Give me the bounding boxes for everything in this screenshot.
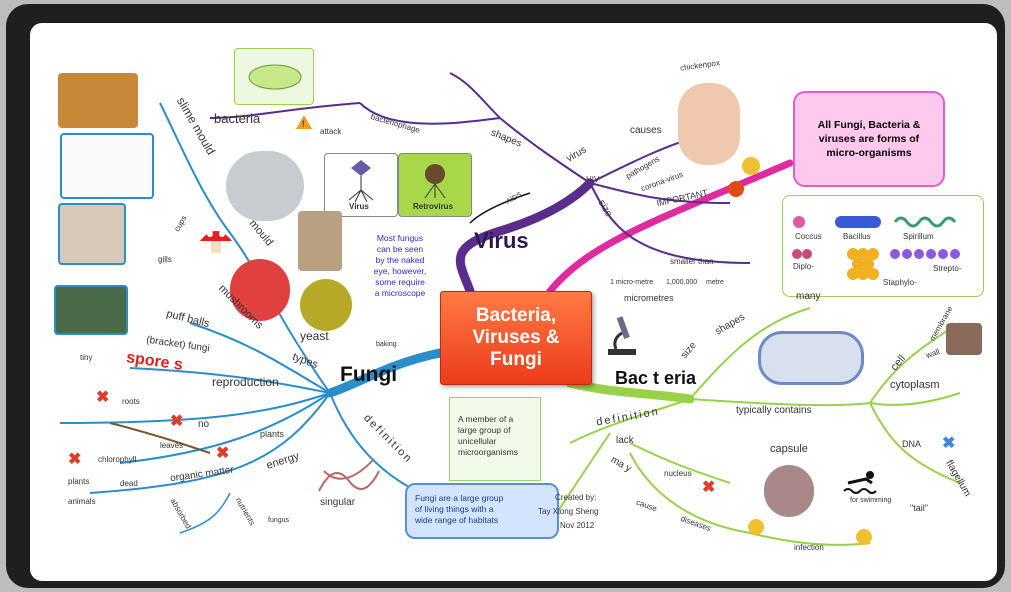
label-cytoplasm: cytoplasm	[890, 379, 940, 391]
credit-by: Created by:	[555, 493, 596, 502]
retrovirus-card-label: Retrovirus	[413, 202, 453, 211]
label-gills: gills	[158, 255, 172, 264]
micro-organisms-note: All Fungi, Bacteria & viruses are forms …	[793, 91, 945, 187]
label-capsule: capsule	[770, 443, 808, 455]
coccus-label: Coccus	[795, 232, 822, 241]
label-fungus: fungus	[268, 517, 289, 524]
label-plants2: plants	[68, 477, 89, 486]
important-warning-icon	[728, 181, 744, 197]
svg-text:!: !	[302, 119, 305, 129]
label-lack: lack	[616, 435, 634, 446]
sad-face-icon	[742, 157, 760, 175]
frame: Bacteria, Viruses & Fungi Virus Bac t er…	[6, 4, 1005, 588]
cross-icon: ✖	[68, 449, 81, 469]
virus-card: Virus	[324, 153, 398, 217]
central-topic: Bacteria, Viruses & Fungi	[440, 291, 592, 385]
label-infection: infection	[794, 543, 824, 552]
label-singular: singular	[320, 497, 355, 508]
label-roots: roots	[122, 397, 140, 406]
branch-bacteria: Bac t eria	[615, 368, 696, 389]
label-smaller-than: smaller than	[670, 257, 714, 266]
label-chlorophyll: chlorophyll	[98, 455, 136, 464]
bacteria-definition-text: A member of a large group of unicellular…	[458, 414, 518, 458]
label-attack: attack	[320, 127, 341, 136]
label-hiv: HIV	[586, 175, 599, 184]
label-leaves: leaves	[160, 441, 183, 450]
sad-face-icon	[748, 519, 764, 535]
label-metre: metre	[706, 279, 724, 286]
puffball-photo	[54, 285, 128, 335]
credit-date: Nov 2012	[560, 521, 594, 530]
cross-icon: ✖	[96, 387, 109, 407]
label-one-micro: 1 micro-metre	[610, 279, 653, 286]
mushroom-icon	[198, 225, 234, 255]
infection-photo	[764, 465, 814, 517]
mould-photo	[226, 151, 304, 221]
bacillus-label: Bacillus	[843, 232, 871, 241]
label-typically-contains: typically contains	[736, 405, 812, 416]
bacteria-definition-box: A member of a large group of unicellular…	[449, 397, 541, 481]
yeast-photo	[300, 279, 352, 331]
bacteria-illustration	[234, 48, 314, 105]
sad-face-icon	[856, 529, 872, 545]
cup-fungi-photo	[58, 203, 126, 265]
mind-map-canvas: Bacteria, Viruses & Fungi Virus Bac t er…	[30, 23, 997, 581]
chickenpox-photo	[678, 83, 740, 165]
branch-fungi: Fungi	[340, 363, 397, 387]
cross-icon: ✖	[216, 443, 229, 463]
mould-sketch	[60, 133, 154, 199]
diplo-label: Diplo-	[793, 262, 814, 271]
microscope-icon	[602, 313, 642, 357]
cross-icon: ✖	[702, 477, 715, 497]
label-baking: baking	[376, 341, 397, 348]
cross-icon: ✖	[170, 411, 183, 431]
strepto-label: Strepto-	[933, 264, 961, 273]
label-reproduction: reproduction	[212, 375, 279, 389]
label-no: no	[198, 419, 209, 430]
staphylo-label: Staphylo-	[883, 278, 917, 287]
slime-mould-photo	[58, 73, 138, 128]
spirillum-label: Spirillum	[903, 232, 934, 241]
warning-icon: !	[296, 115, 312, 129]
label-for-swimming: for swimming	[850, 497, 891, 504]
label-animals: animals	[68, 497, 96, 506]
label-thousand: 1,000,000	[666, 279, 697, 286]
credit-name: Tay Xiong Sheng	[538, 507, 599, 516]
bacteria-shapes-chart: Coccus Bacillus Spirillum Diplo- Strepto…	[782, 195, 984, 297]
dna-cross-icon: ✖	[942, 433, 955, 453]
label-many: many	[796, 291, 820, 302]
swimmer-icon	[842, 467, 882, 497]
retrovirus-card: Retrovirus	[398, 153, 472, 217]
label-plants: plants	[260, 429, 284, 439]
hyphae-photo	[314, 451, 384, 503]
label-bacteria: bacteria	[214, 111, 260, 126]
label-dead: dead	[120, 479, 138, 488]
label-dna: DNA	[902, 439, 921, 449]
fungus-visibility-note: Most fungus can be seen by the naked eye…	[360, 233, 440, 299]
fungi-definition-text: Fungi are a large group of living things…	[415, 493, 503, 526]
label-causes: causes	[630, 125, 662, 136]
bracket-fungi-photo	[298, 211, 342, 271]
virus-card-label: Virus	[349, 202, 369, 211]
label-tail: "tail"	[910, 503, 928, 513]
bacterium-diagram	[758, 331, 864, 385]
branch-virus: Virus	[474, 228, 529, 254]
fungi-definition-box: Fungi are a large group of living things…	[405, 483, 559, 539]
label-micrometres: micrometres	[624, 293, 674, 303]
label-nucleus: nucleus	[664, 469, 692, 478]
membrane-photo	[946, 323, 982, 355]
label-tiny: tiny	[80, 353, 92, 362]
label-yeast: yeast	[300, 329, 329, 343]
